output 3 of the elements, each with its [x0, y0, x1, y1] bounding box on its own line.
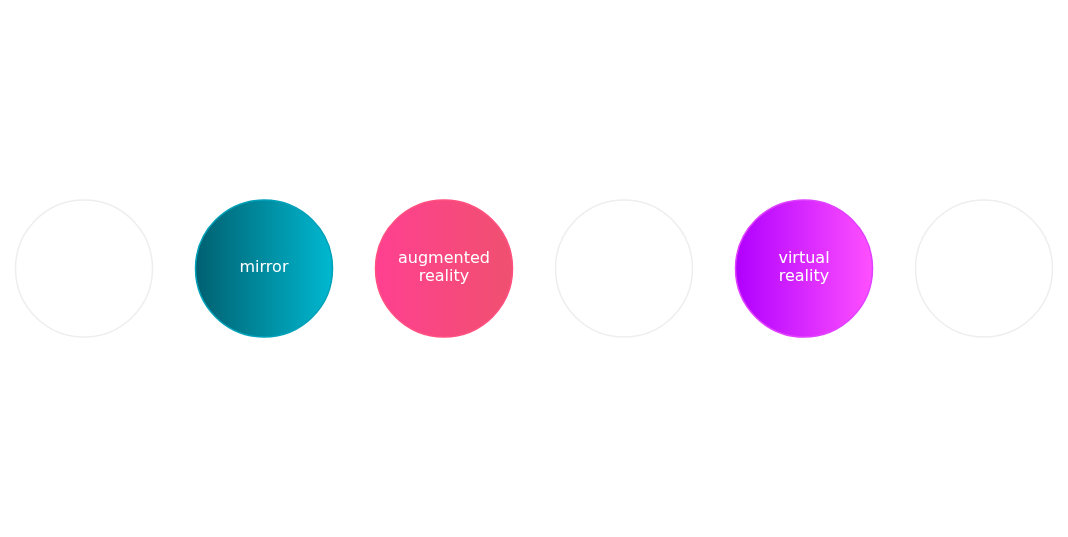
- node-circle: virtual reality: [734, 199, 874, 338]
- node-circle: mirror: [194, 199, 334, 338]
- node-circle: augmented reality: [374, 199, 514, 338]
